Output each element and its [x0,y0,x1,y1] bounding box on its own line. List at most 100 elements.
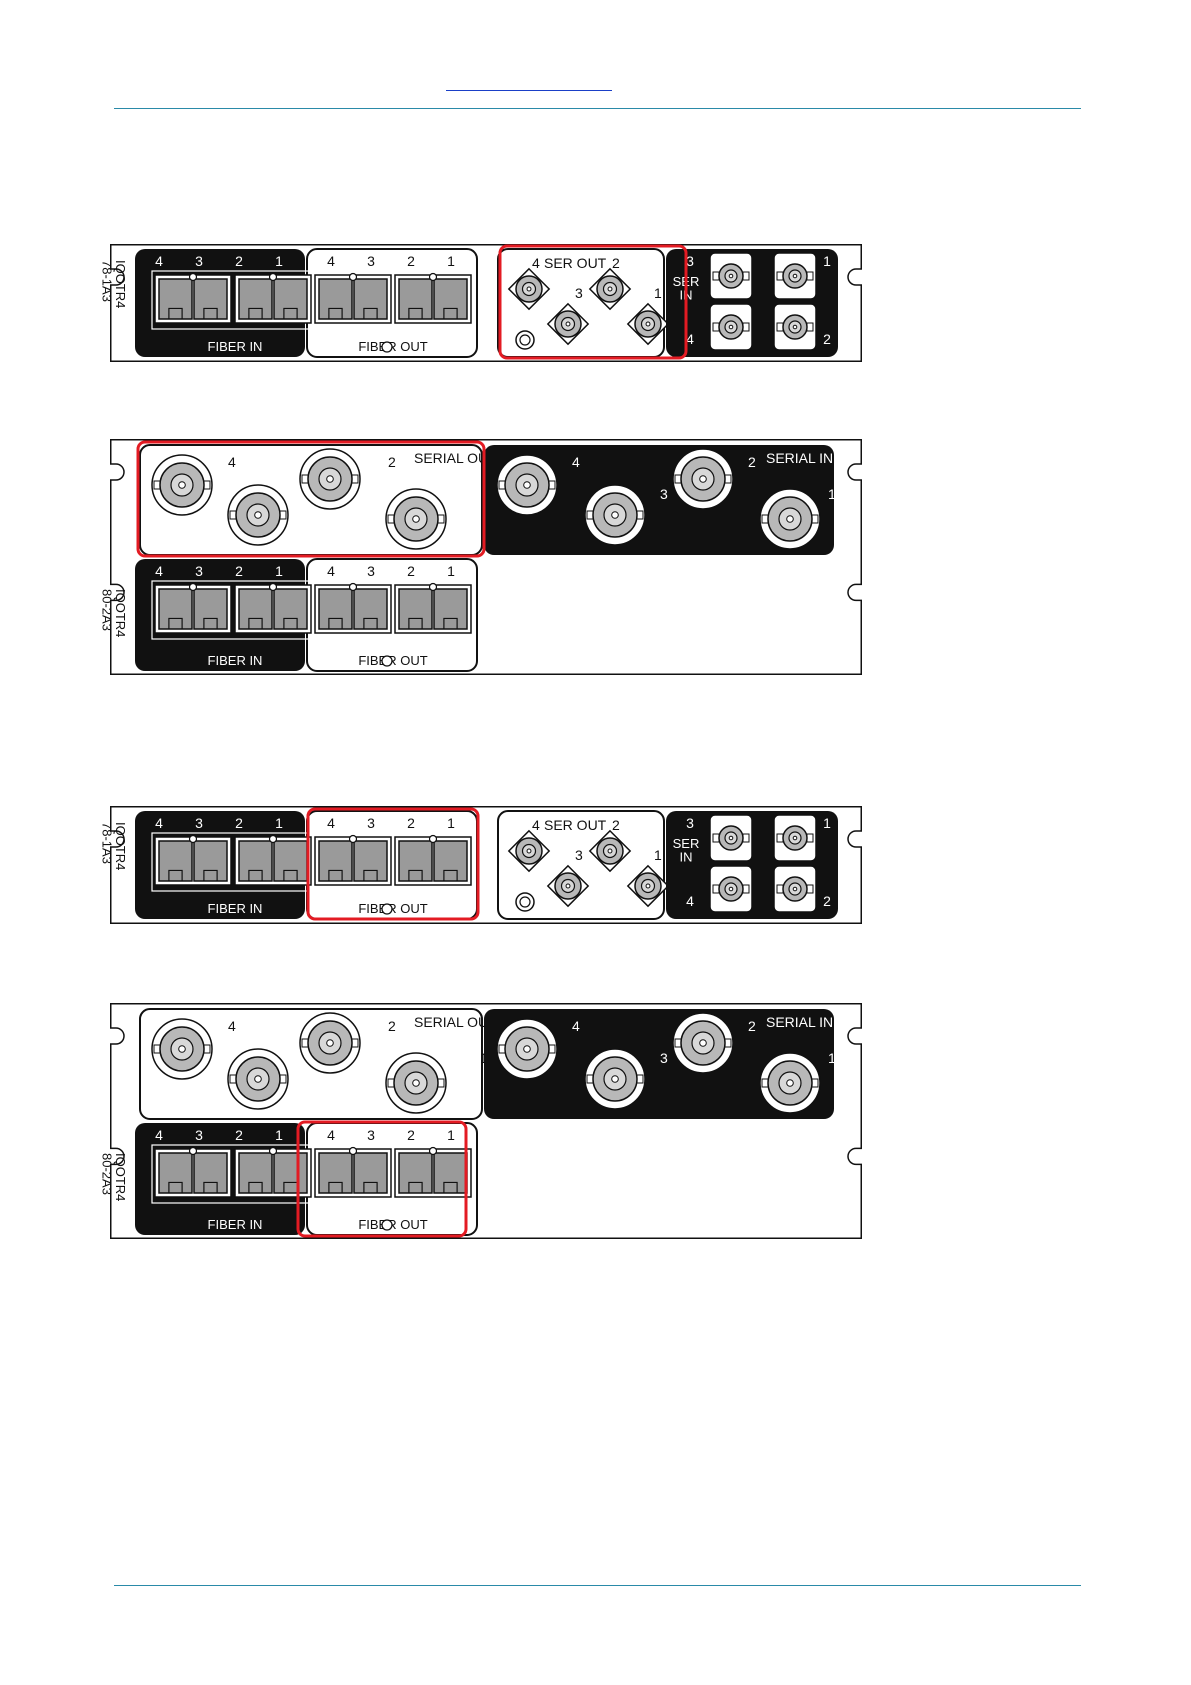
panel-1-ser-out-bnc-2-pin [607,286,613,292]
panel-1-ser-in-bnc-1-bayonet-left [776,271,784,281]
panel-1-ser-in-bnc-2-bayonet-left [776,322,784,332]
panel-2-fiber-out-number-4: 4 [327,563,335,579]
panel-3-fiber-in-lc-2-key [268,834,278,844]
panel-3-ser-out-block [497,810,665,920]
footer-rule [114,1585,1081,1586]
panel-2-fiber-in-lc-2-port-1 [238,588,273,630]
panel-3-fiber-in-lc-1-latch-2 [203,869,218,881]
panel-3-fiber-out-number-1: 1 [447,815,455,831]
panel-3-ser-in-bnc-4-bayonet-left [712,884,720,894]
panel-3-ser-in-bnc-2-bayonet-right [806,884,814,894]
panel-4-serial-in-bnc-2-bayonet-left [674,1038,682,1048]
panel-1-ser-in-number-3: 3 [686,253,694,269]
panel-4-fiber-out-lc-3-latch-1 [328,1181,343,1193]
panel-2-model-label: IQOTR480-2A3 [99,589,128,637]
panel-4-serial-in-number-1: 1 [828,1050,836,1066]
panel-4-fiber-in-lc-2-port-1 [238,1152,273,1194]
panel-4-serial-out-bnc-1-bayonet-left [387,1078,395,1088]
panel-4-fiber-out-lc-4-latch-1 [408,1181,423,1193]
panel-3-fiber-out-screw [381,903,393,915]
panel-3-fiber-in-number-1: 1 [275,815,283,831]
panel-3-fiber-out-lc-4-latch-1 [408,869,423,881]
panel-1-fiber-in-lc-1-latch-1 [168,307,183,319]
panel-3-ser-out-bnc-2-pin [607,848,613,854]
panel-1-fiber-in-lc-2-key [268,272,278,282]
panel-3-ser-out-number-4: 4 [532,817,540,833]
panel-2-fiber-out-number-1: 1 [447,563,455,579]
panel-2-fiber-in-number-1: 1 [275,563,283,579]
panel-4-fiber-in-number-4: 4 [155,1127,163,1143]
panel-2-serial-out-bnc-3-bayonet-left [229,510,237,520]
panel-3-fiber-out-lc-3-port-1 [318,840,353,882]
panel-2-fiber-in-lc-2-latch-1 [248,617,263,629]
panel-2-fiber-out-lc-4-port-2 [433,588,468,630]
panel-1-ser-in-bnc-3-pin [728,273,734,279]
panel-1-fiber-out-lc-4-key [428,272,438,282]
panel-2-fiber-in-lc-1-port-1 [158,588,193,630]
panel-1-mount-slot-right-0 [847,268,862,286]
panel-3-fiber-in-number-2: 2 [235,815,243,831]
panel-2-serial-in-bnc-2-pin [699,475,707,483]
panel-1-fiber-in-lc-1-port-2 [193,278,228,320]
header-link-underline[interactable] [446,74,612,91]
panel-2-serial-in-block [484,445,834,555]
panel-2-serial-out-bnc-1-bayonet-right [437,514,445,524]
panel-3-fiber-in-lc-1-port-2 [193,840,228,882]
panel-4-fiber-in-number-2: 2 [235,1127,243,1143]
panel-4-serial-in-number-2: 2 [748,1018,756,1034]
panel-3-fiber-out-lc-3-key [348,834,358,844]
panel-1-fiber-out-number-4: 4 [327,253,335,269]
panel-4-serial-out-bnc-3-bayonet-left [229,1074,237,1084]
panel-2-fiber-in-number-2: 2 [235,563,243,579]
panel-1-ser-out-number-2: 2 [612,255,620,271]
panel-3-ser-in-number-1: 1 [823,815,831,831]
panel-2-serial-out-bnc-2-bayonet-left [301,474,309,484]
panel-2-fiber-out-lc-4-port-1 [398,588,433,630]
panel-4-serial-in-label: SERIAL IN [766,1014,833,1030]
panel-1-ser-in-number-4: 4 [686,331,694,347]
panel-1-fiber-out-lc-4-latch-2 [443,307,458,319]
panel-4-serial-out-bnc-4-pin [178,1045,186,1053]
panel-1-ground-screw-inner [519,334,531,346]
panel-1-ser-in-number-1: 1 [823,253,831,269]
panel-4-serial-in-bnc-3-bayonet-left [586,1074,594,1084]
panel-2-fiber-out-number-2: 2 [407,563,415,579]
panel-3-ser-out-bnc-3-pin [565,883,571,889]
panel-2-serial-out-number-2: 2 [388,454,396,470]
panel-2-fiber-out-lc-4-latch-1 [408,617,423,629]
panel-4-model-label-text: IQOTR480-2A3 [99,1153,128,1201]
panel-4-mount-slot-left-1 [110,1147,125,1166]
panel-1-fiber-in-label: FIBER IN [208,339,263,354]
panel-1-fiber-out-number-2: 2 [407,253,415,269]
panel-4-fiber-out-lc-3-key [348,1146,358,1156]
panel-4-fiber-out-number-4: 4 [327,1127,335,1143]
panel-2-fiber-in-number-3: 3 [195,563,203,579]
panel-1-ser-out-bnc-1-pin [645,321,651,327]
panel-3-ser-in-bnc-4-pin [728,886,734,892]
panel-3-ser-out-number-1: 1 [654,847,662,863]
panel-2-serial-in-bnc-1-bayonet-right [811,514,819,524]
panel-3-fiber-in-number-4: 4 [155,815,163,831]
panel-3-highlight-fiber-out [306,807,480,921]
panel-2-serial-out-number-4: 4 [228,454,236,470]
panel-1-fiber-out-lc-3-port-2 [353,278,388,320]
panel-2-fiber-in-lc-2-key [268,582,278,592]
panel-4-fiber-in-lc-2-key [268,1146,278,1156]
panel-1-ser-in-bnc-4-pin [728,324,734,330]
panel-4-serial-out-bnc-3-bayonet-right [279,1074,287,1084]
panel-3-fiber-in-label: FIBER IN [208,901,263,916]
panel-1-fiber-out-lc-3-latch-1 [328,307,343,319]
panel-3-model-label: IQOTR478-1A3 [99,822,128,870]
panel-1-ser-out-label: SER OUT [544,255,607,271]
panel-1-fiber-in-number-2: 2 [235,253,243,269]
panel-1-ser-in-bnc-4-bayonet-left [712,322,720,332]
panel-1-ser-in-bnc-4-bayonet-right [742,322,750,332]
panel-2-serial-out-bnc-1-bayonet-left [387,514,395,524]
panel-3-mount-slot-left-0 [110,830,125,848]
panel-4-serial-in-bnc-4-pin [523,1045,531,1053]
panel-2-serial-out-label: SERIAL OUT [414,450,497,466]
panel-2-fiber-in-lc-2-port-2 [273,588,308,630]
panel-3-fiber-in-lc-1-latch-1 [168,869,183,881]
panel-4-serial-out-bnc-3-pin [254,1075,262,1083]
